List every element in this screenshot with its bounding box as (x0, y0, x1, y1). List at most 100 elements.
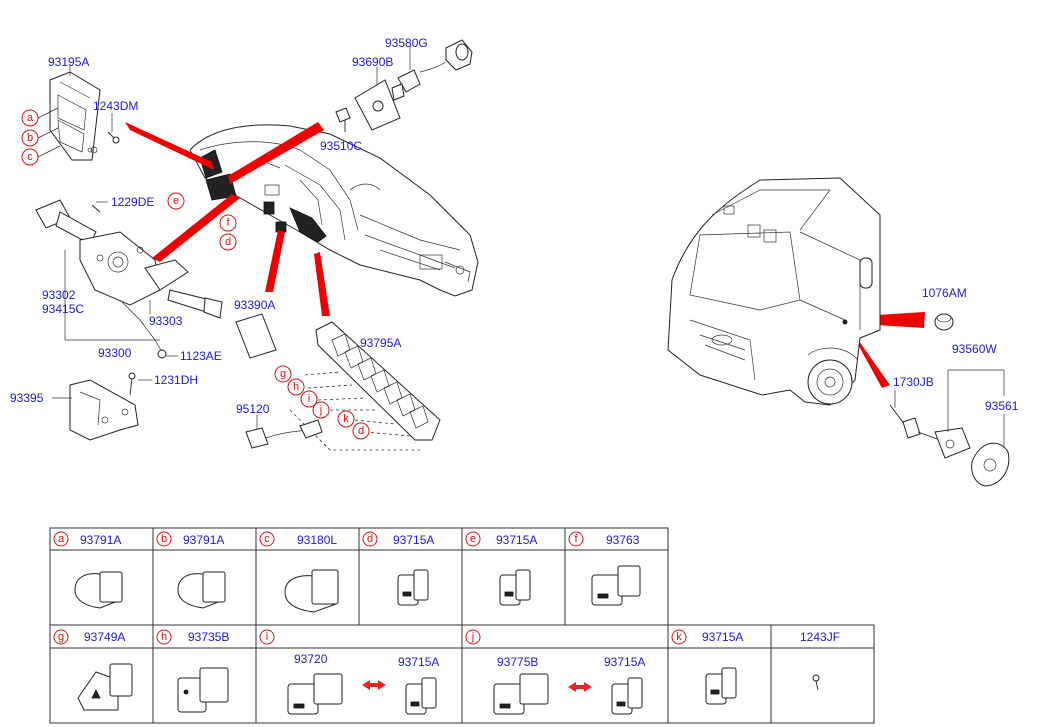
bolt-icon (107, 131, 120, 144)
legend-cell-k: k 93715A (671, 629, 743, 705)
multifunction-switch (35, 199, 223, 359)
svg-text:j: j (319, 404, 322, 416)
callout-h: h (287, 378, 305, 396)
switch-assembly-93580G (391, 39, 473, 101)
svg-text:e: e (173, 195, 179, 207)
legend-cell-e: e 93715A (465, 531, 537, 606)
svg-text:93735B: 93735B (188, 630, 229, 644)
svg-text:h: h (161, 631, 167, 643)
label-93690B: 93690B (352, 55, 393, 69)
svg-text:c: c (264, 533, 270, 545)
svg-text:f: f (226, 217, 230, 229)
cover-93390A (235, 313, 277, 359)
label-93580G: 93580G (385, 36, 428, 50)
double-arrow-icon (568, 682, 592, 692)
svg-text:h: h (293, 381, 299, 393)
svg-text:93715A: 93715A (604, 655, 645, 669)
legend-row-2: g 93749A h 93735B i 93720 93715A (53, 629, 840, 715)
svg-text:g: g (58, 631, 64, 643)
label-93303: 93303 (149, 314, 183, 328)
callout-g: g (274, 365, 292, 383)
svg-text:93749A: 93749A (84, 630, 125, 644)
dashboard-illustration (189, 124, 479, 297)
label-1730JB: 1730JB (893, 375, 934, 389)
truck-illustration (667, 177, 881, 406)
legend-cell-a: a 93791A (53, 531, 123, 609)
label-93195A: 93195A (48, 55, 89, 69)
cable-1730JB (889, 404, 971, 459)
label-1231DH: 1231DH (154, 373, 198, 387)
label-93302: 93302 (42, 288, 76, 302)
callout-a: a (21, 109, 39, 127)
label-93415C: 93415C (42, 302, 84, 316)
switch-panel-93795A (315, 321, 441, 441)
svg-text:d: d (358, 425, 364, 437)
label-1229DE: 1229DE (111, 195, 154, 209)
cover-93561 (971, 442, 1010, 487)
svg-text:a: a (27, 112, 34, 124)
part-number-labels: 93195A 1243DM 93580G 93690B 93510C 1229D… (10, 36, 1019, 416)
svg-text:93715A: 93715A (496, 533, 537, 547)
legend-cell-d: d 93715A (362, 531, 434, 606)
legend-row-1: a 93791A b 93791A c 93180L d 93715A e 93… (53, 531, 641, 613)
label-1123AE: 1123AE (180, 349, 222, 363)
bolt-icon (812, 674, 820, 691)
bezel-93195A (49, 71, 101, 161)
legend-cell-1243JF: 1243JF (800, 630, 840, 691)
svg-text:93775B: 93775B (497, 655, 538, 669)
svg-text:c: c (27, 151, 33, 163)
connector-95120 (245, 419, 323, 449)
legend-table (49, 527, 875, 724)
callout-k: k (337, 410, 355, 428)
legend-cell-i: i 93720 93715A (259, 629, 439, 715)
callout-d-panel: d (352, 422, 370, 440)
svg-text:93720: 93720 (294, 652, 328, 666)
legend-cell-g: g 93749A (53, 629, 133, 711)
label-93560W: 93560W (952, 342, 997, 356)
svg-text:f: f (574, 533, 578, 545)
label-93561: 93561 (985, 399, 1019, 413)
svg-text:b: b (27, 132, 33, 144)
svg-text:93763: 93763 (606, 533, 640, 547)
svg-text:d: d (225, 236, 231, 248)
svg-text:d: d (367, 533, 373, 545)
callout-e: e (167, 192, 185, 210)
svg-text:b: b (161, 533, 167, 545)
svg-text:g: g (280, 368, 286, 380)
label-93510C: 93510C (320, 139, 362, 153)
bulb-93510C (335, 107, 351, 132)
svg-text:93715A: 93715A (393, 533, 434, 547)
legend-cell-c: c 93180L (259, 531, 339, 613)
svg-text:i: i (266, 631, 268, 643)
svg-text:i: i (308, 393, 310, 405)
plug-1076AM (934, 313, 954, 331)
legend-cell-f: f 93763 (568, 531, 641, 606)
callout-i: i (300, 390, 318, 408)
plate-93690B (354, 79, 401, 131)
callout-c: c (21, 148, 39, 166)
diagram-callouts: a b c e f d g h i j k d (21, 109, 370, 440)
svg-text:j: j (471, 631, 474, 643)
label-93390A: 93390A (234, 298, 275, 312)
svg-text:k: k (343, 413, 349, 425)
svg-text:93791A: 93791A (80, 533, 121, 547)
label-93300: 93300 (98, 346, 132, 360)
double-arrow-icon (362, 680, 386, 690)
callout-f: f (219, 214, 237, 232)
label-93795A: 93795A (360, 336, 401, 350)
svg-text:93791A: 93791A (183, 533, 224, 547)
svg-text:93715A: 93715A (702, 630, 743, 644)
svg-text:e: e (470, 533, 476, 545)
label-93395: 93395 (10, 391, 44, 405)
legend-cell-b: b 93791A (156, 531, 226, 609)
label-1076AM: 1076AM (922, 286, 967, 300)
legend-cell-j: j 93775B 93715A (465, 629, 645, 715)
label-95120: 95120 (236, 402, 270, 416)
svg-text:k: k (676, 631, 682, 643)
label-1243DM: 1243DM (93, 99, 138, 113)
leader-arrows (125, 122, 925, 388)
callout-j: j (312, 401, 330, 419)
svg-text:93715A: 93715A (398, 655, 439, 669)
callout-d: d (219, 233, 237, 251)
